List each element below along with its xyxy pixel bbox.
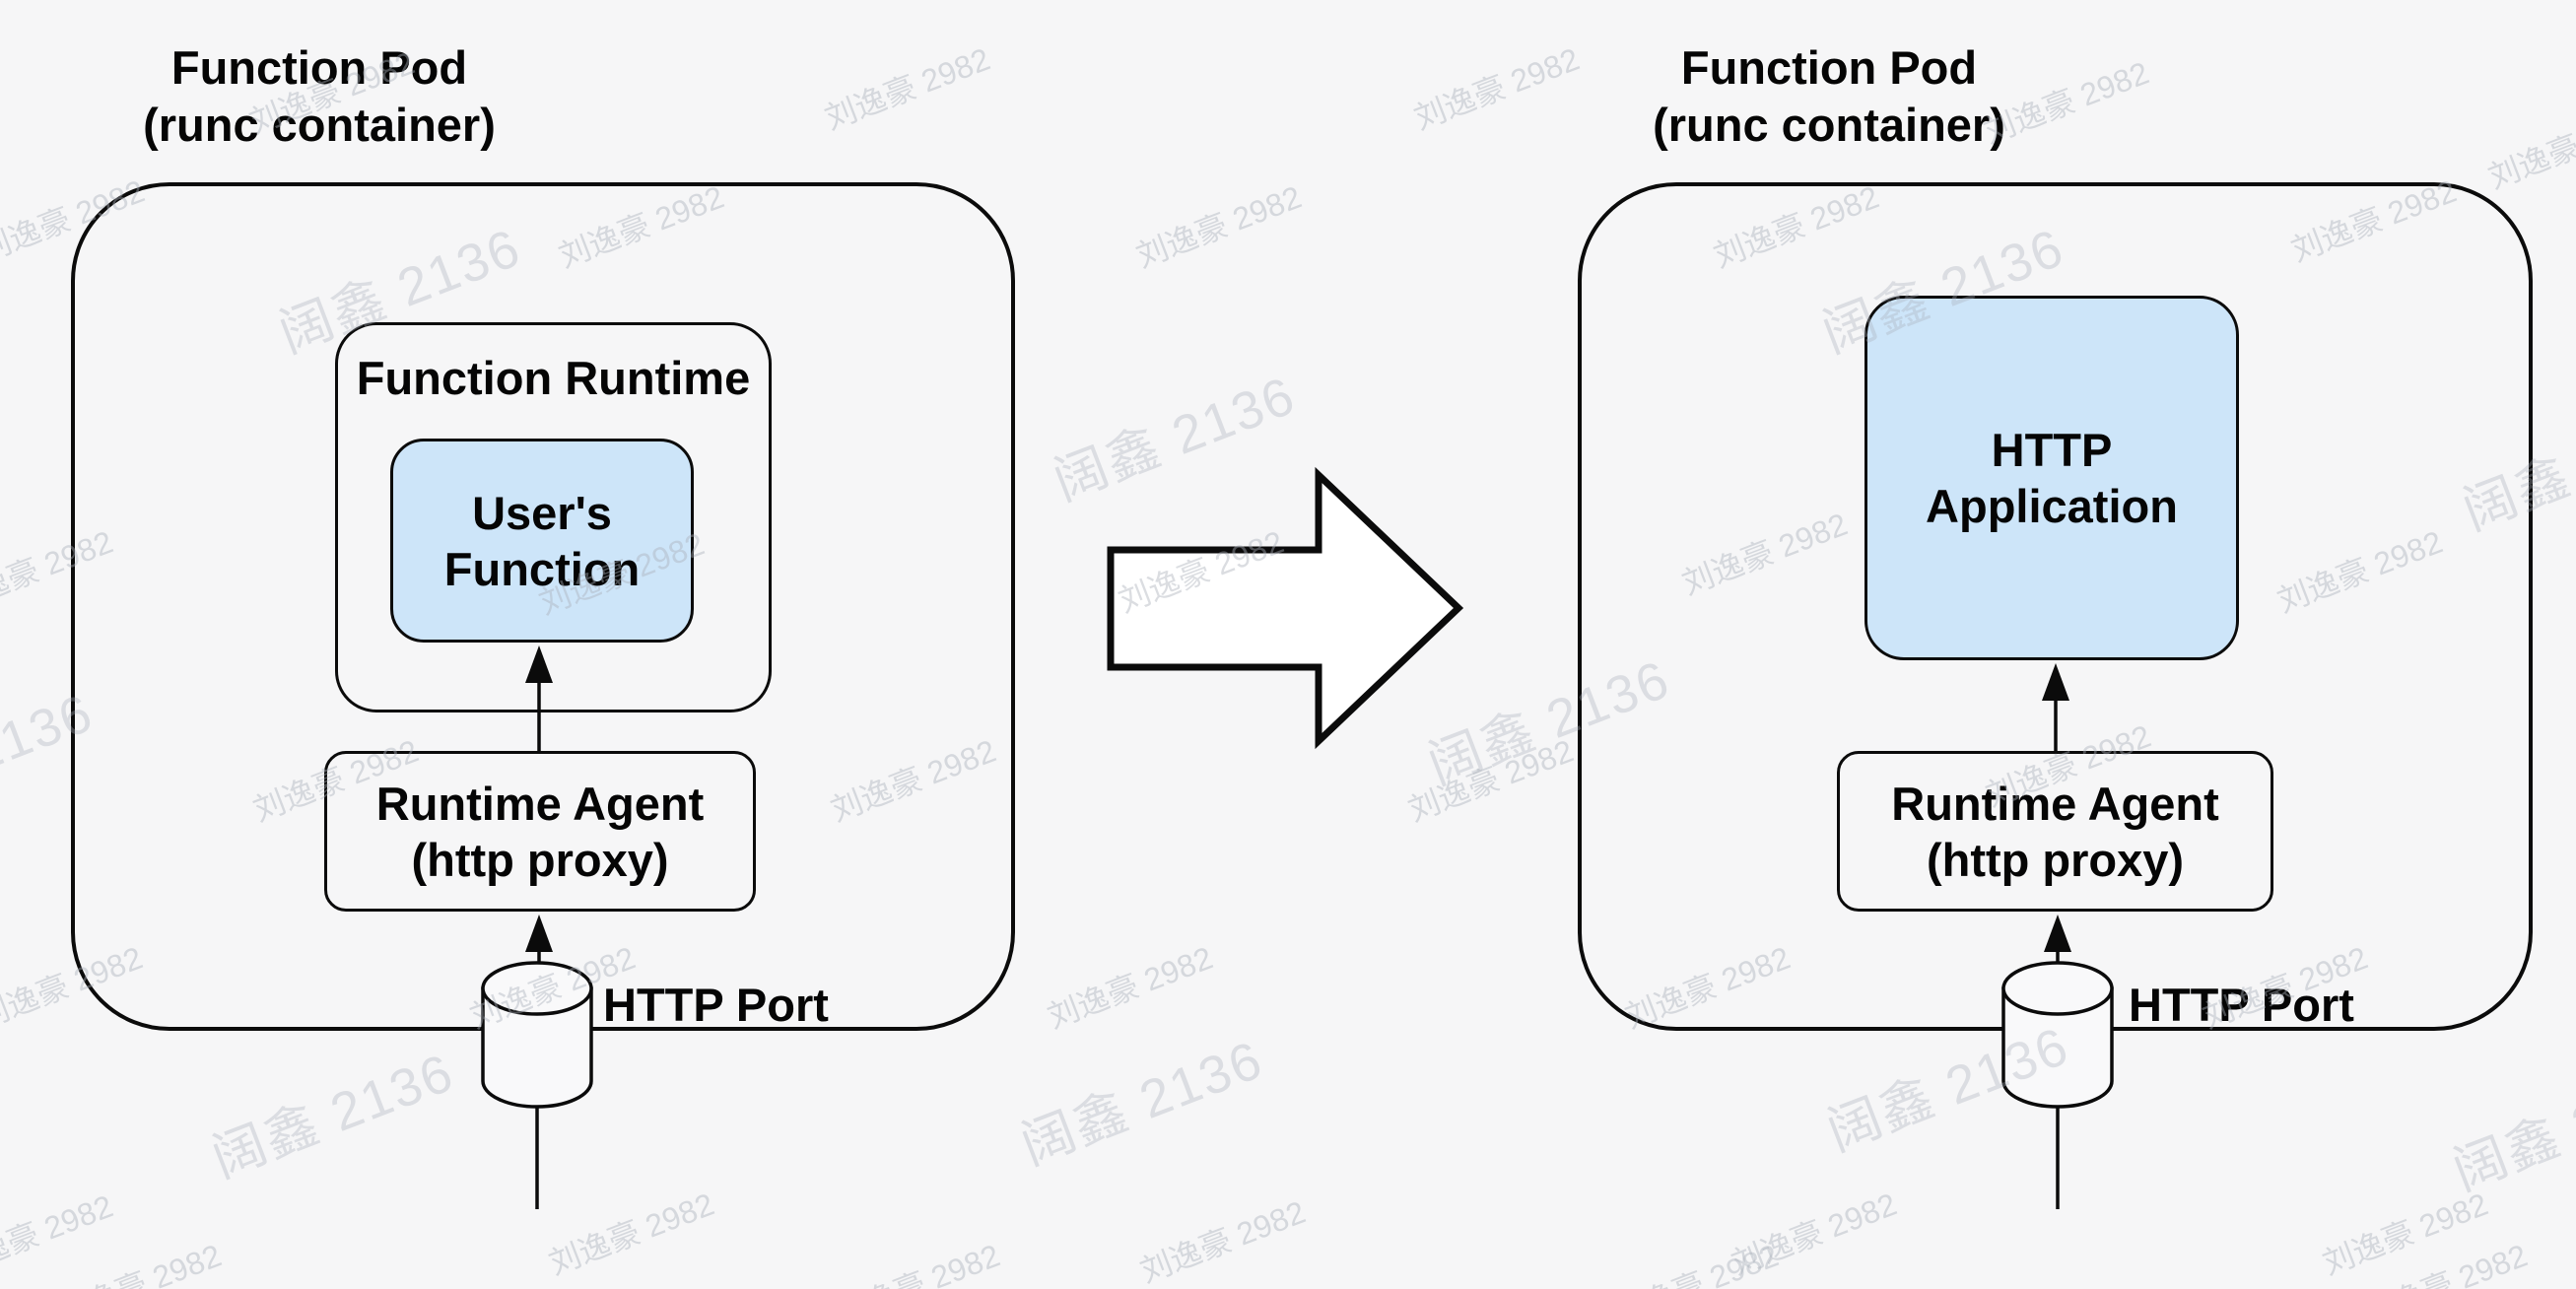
right-pod-title: Function Pod (runc container)	[1573, 39, 2085, 154]
right-runtime-agent-label: Runtime Agent (http proxy)	[1891, 776, 2218, 888]
http-application-box: HTTP Application	[1864, 296, 2239, 660]
watermark-text: 阔鑫 2136	[2445, 1055, 2576, 1202]
watermark-text: 阔鑫 2136	[1013, 1030, 1271, 1177]
watermark-text: 刘逸豪 2982	[0, 1187, 118, 1284]
function-runtime-label: Function Runtime	[356, 352, 751, 404]
watermark-text: 刘逸豪 2982	[2483, 101, 2576, 196]
users-function-label-line1: User's	[472, 486, 612, 539]
watermark-text: 刘逸豪 2982	[1135, 1193, 1311, 1289]
watermark-text: 刘逸豪 2982	[2318, 1186, 2493, 1282]
watermark-text: 刘逸豪 2982	[2357, 1237, 2533, 1289]
left-http-port-label: HTTP Port	[603, 979, 829, 1031]
users-function-label-line2: Function	[443, 542, 641, 595]
function-runtime-box: Function Runtime	[335, 322, 772, 712]
right-runtime-agent-box: Runtime Agent (http proxy)	[1837, 751, 2273, 912]
left-runtime-agent-label-line2: (http proxy)	[411, 833, 669, 886]
watermark-text: 刘逸豪 2982	[1131, 178, 1307, 275]
watermark-text: 刘逸豪 2982	[544, 1186, 719, 1282]
left-runtime-agent-box: Runtime Agent (http proxy)	[324, 751, 756, 912]
right-runtime-agent-label-line1: Runtime Agent	[1891, 777, 2219, 830]
right-pod-title-line2: (runc container)	[1653, 99, 2005, 151]
users-function-box: User's Function	[390, 439, 694, 643]
watermark-text: 刘逸豪 2982	[1114, 523, 1289, 620]
left-pod-title-line1: Function Pod	[170, 41, 468, 94]
right-http-port-label: HTTP Port	[2129, 979, 2354, 1031]
left-runtime-agent-label: Runtime Agent (http proxy)	[376, 776, 704, 888]
watermark-text: 刘逸豪 2982	[820, 40, 995, 137]
http-application-label-line2: Application	[1926, 480, 2178, 532]
http-application-label-line1: HTTP	[1991, 424, 2113, 476]
watermark-text: 刘逸豪 2982	[1409, 40, 1585, 137]
transform-arrow-icon	[1107, 466, 1464, 750]
left-pod-title-line2: (runc container)	[143, 99, 496, 151]
left-pod-title: Function Pod (runc container)	[63, 39, 576, 154]
right-runtime-agent-label-line2: (http proxy)	[1926, 833, 2185, 886]
watermark-text: 阔鑫 2136	[1046, 366, 1304, 512]
watermark-text: 刘逸豪 2982	[1043, 939, 1218, 1036]
right-pod-title-line1: Function Pod	[1680, 41, 1978, 94]
watermark-text: 刘逸豪 2982	[1727, 1186, 1902, 1282]
left-runtime-agent-label-line1: Runtime Agent	[375, 777, 705, 830]
watermark-text: 阔鑫 2136	[204, 1043, 462, 1189]
watermark-text: 刘逸豪 2982	[1403, 732, 1579, 829]
users-function-label: User's Function	[444, 485, 640, 597]
watermark-text: 刘逸豪 2982	[1608, 1237, 1784, 1289]
http-application-label: HTTP Application	[1926, 422, 2178, 534]
watermark-text: 刘逸豪 2982	[51, 1237, 227, 1289]
watermark-text: 刘逸豪 2982	[830, 1237, 1005, 1289]
